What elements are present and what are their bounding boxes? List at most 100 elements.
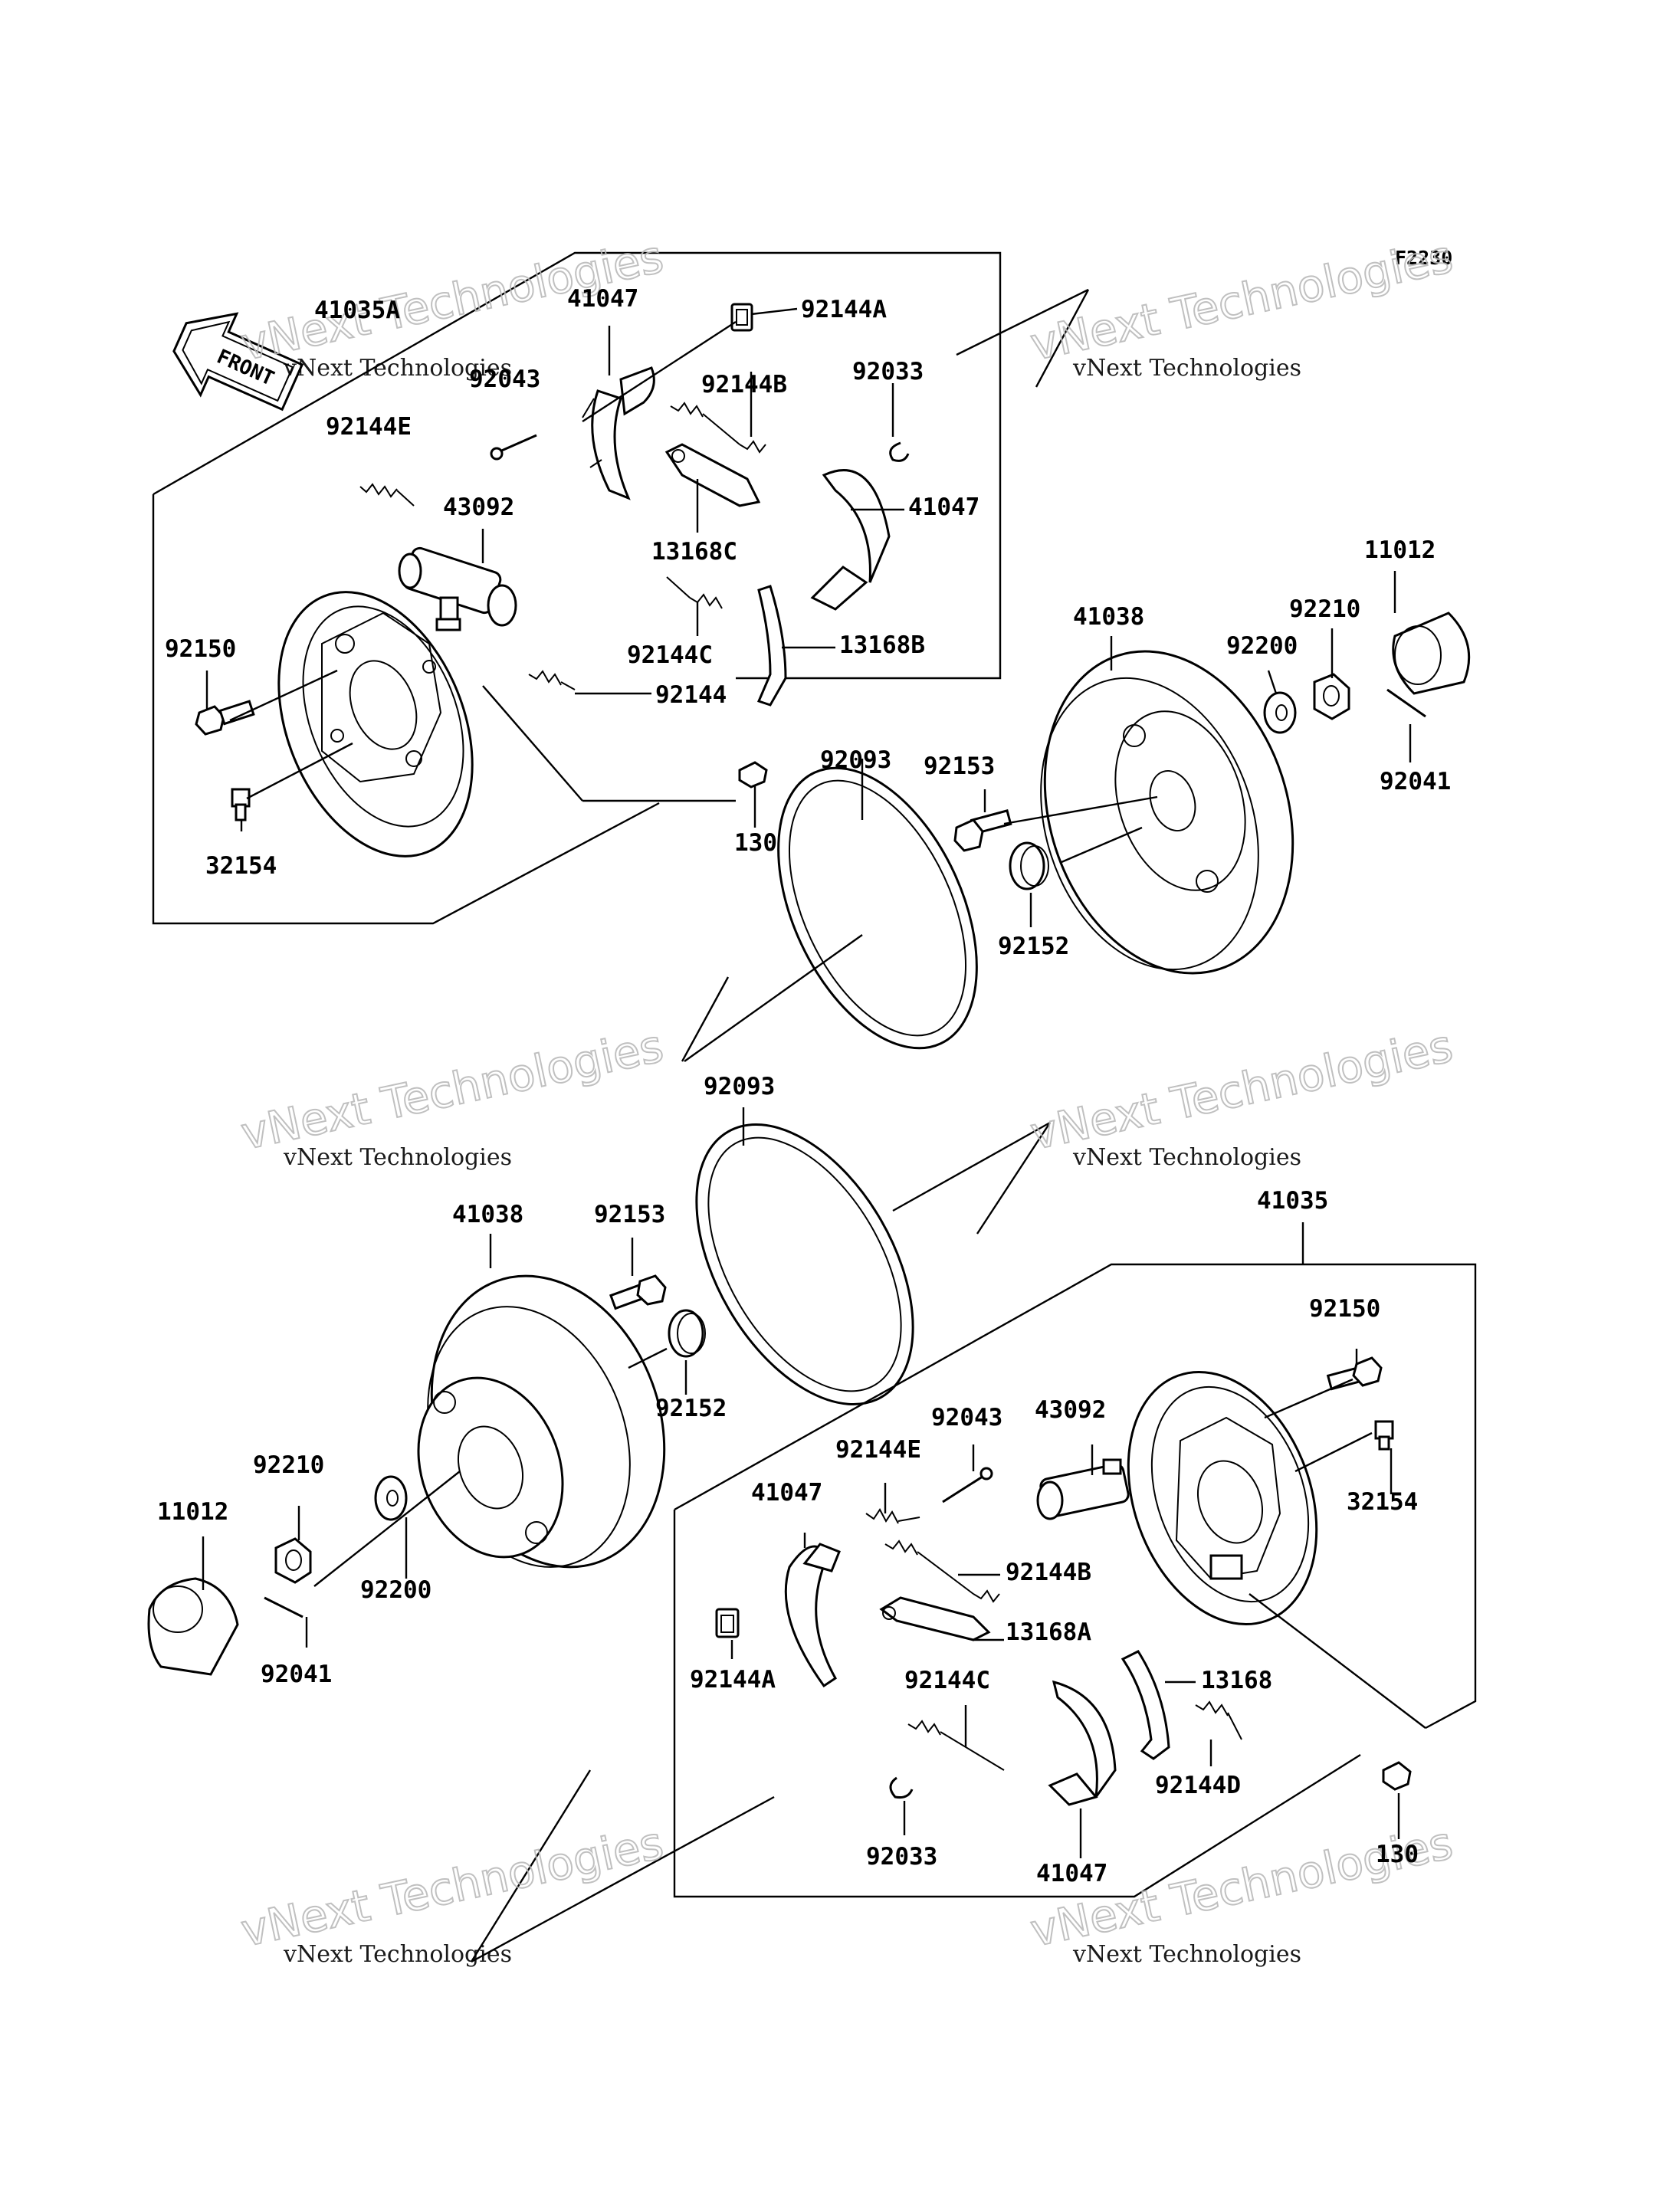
part-label[interactable]: 92150 <box>165 635 236 663</box>
part-label[interactable]: 130 <box>1376 1841 1419 1868</box>
watermark-line2: vNext Technologies <box>1026 1020 1457 1160</box>
part-label[interactable]: 41047 <box>751 1479 822 1507</box>
pin-92043-top <box>490 434 537 461</box>
cotter-pin-92041-top <box>1386 688 1426 718</box>
brake-shoe-bottom-left <box>784 1543 841 1688</box>
part-label[interactable]: 92144E <box>326 413 412 441</box>
part-label[interactable]: 41035 <box>1257 1187 1328 1215</box>
part-label[interactable]: 32154 <box>205 852 277 880</box>
brake-drum-top <box>1040 650 1294 975</box>
part-label[interactable]: 13168B <box>839 631 925 659</box>
pin-92043-bottom <box>942 1467 993 1503</box>
part-label[interactable]: 92144B <box>701 371 787 398</box>
part-label[interactable]: 92210 <box>1289 595 1360 623</box>
part-label[interactable]: 92043 <box>469 366 540 393</box>
brake-backing-plate-bottom <box>1127 1370 1318 1626</box>
part-label[interactable]: 92041 <box>1380 768 1451 795</box>
part-label[interactable]: 92150 <box>1309 1295 1380 1323</box>
part-label[interactable]: 41038 <box>1073 603 1144 631</box>
part-label[interactable]: 11012 <box>1364 536 1436 564</box>
nut-92210-bottom <box>274 1537 312 1584</box>
clip-92144A-top <box>730 303 753 332</box>
wheel-cylinder-top <box>398 546 517 631</box>
part-label[interactable]: 41038 <box>452 1201 523 1228</box>
clip-92144A-bottom <box>715 1608 740 1638</box>
spring-92144E-top <box>359 483 415 507</box>
top-assembly-frame <box>152 251 1090 925</box>
part-label[interactable]: 13168A <box>1006 1618 1091 1646</box>
spring-92144B-top <box>670 402 766 454</box>
nut-92210-top <box>1313 673 1350 720</box>
spring-92144B-bottom <box>884 1540 1000 1603</box>
part-label[interactable]: 92041 <box>261 1661 332 1688</box>
part-label[interactable]: 92153 <box>924 753 995 780</box>
cap-11012-bottom <box>147 1577 239 1676</box>
part-label[interactable]: 92144B <box>1006 1559 1091 1586</box>
part-label[interactable]: 92210 <box>253 1451 324 1479</box>
brake-shoe-bottom-right <box>1048 1680 1117 1806</box>
part-label[interactable]: 92093 <box>704 1073 775 1100</box>
bolt-130-top <box>738 761 768 789</box>
part-label[interactable]: 92033 <box>852 358 924 385</box>
part-label[interactable]: 41035A <box>314 297 400 324</box>
part-label[interactable]: 13168 <box>1201 1667 1272 1694</box>
brake-shoe-top-right <box>810 469 891 611</box>
separator-lines <box>470 976 1052 1963</box>
part-label[interactable]: 11012 <box>157 1498 228 1526</box>
seal-92093-bottom <box>695 1123 914 1405</box>
part-label[interactable]: 41047 <box>908 494 979 521</box>
part-label[interactable]: 92144A <box>690 1666 776 1694</box>
part-label[interactable]: 43092 <box>1035 1396 1106 1424</box>
watermark-line1: vNext Technologies <box>283 1144 512 1171</box>
part-label[interactable]: 41047 <box>1036 1860 1107 1887</box>
watermark-line1: vNext Technologies <box>1072 355 1301 382</box>
part-label[interactable]: 92144A <box>801 296 887 323</box>
part-label[interactable]: 92144C <box>627 641 713 669</box>
watermark-line1: vNext Technologies <box>283 1941 512 1968</box>
part-labels: 41035A 41047 92144A 92043 92144E 92144B … <box>157 285 1451 1887</box>
watermark-line2: vNext Technologies <box>237 1817 668 1957</box>
part-label[interactable]: 130 <box>734 829 777 857</box>
lever-13168C <box>664 443 761 507</box>
part-label[interactable]: 92200 <box>1226 632 1298 660</box>
part-label[interactable]: 92033 <box>866 1843 937 1871</box>
part-label[interactable]: 92144D <box>1155 1772 1241 1799</box>
bearing-92152-top <box>1009 841 1049 890</box>
fitting-32154-bottom <box>1374 1420 1394 1451</box>
watermark-line2: vNext Technologies <box>237 1020 668 1160</box>
spring-92144C-bottom <box>907 1720 1005 1771</box>
part-label[interactable]: 92152 <box>655 1395 727 1422</box>
washer-92200-bottom <box>374 1475 408 1521</box>
bolt-92153-top <box>953 809 1012 852</box>
watermark-line1: vNext Technologies <box>1072 1144 1301 1171</box>
part-label[interactable]: 92153 <box>594 1201 665 1228</box>
part-label[interactable]: 92043 <box>931 1404 1002 1431</box>
bolt-92150-top <box>195 700 255 736</box>
brake-shoe-top-left <box>582 366 655 500</box>
part-label[interactable]: 92144E <box>835 1436 921 1464</box>
part-label[interactable]: 92144C <box>904 1667 990 1694</box>
clip-92033-top <box>889 441 910 462</box>
spring-92144-top <box>528 670 576 690</box>
part-label[interactable]: 92200 <box>360 1576 431 1604</box>
part-label[interactable]: 92093 <box>820 746 891 774</box>
watermark-line1: vNext Technologies <box>1072 1941 1301 1968</box>
lever-13168A <box>879 1596 991 1641</box>
clip-92033-bottom <box>889 1776 914 1799</box>
washer-92200-top <box>1263 691 1297 734</box>
part-label[interactable]: 92152 <box>998 933 1069 960</box>
part-label[interactable]: 41047 <box>567 285 638 313</box>
spring-92144D <box>1195 1700 1242 1740</box>
part-label[interactable]: 92144 <box>655 681 727 709</box>
lever-13168B <box>756 585 787 707</box>
part-label[interactable]: 32154 <box>1347 1488 1418 1516</box>
diagram-code: F2230 <box>1395 247 1452 269</box>
leader-lines <box>202 307 1426 1858</box>
part-label[interactable]: 43092 <box>443 494 514 521</box>
spring-92144E-bottom <box>865 1508 920 1524</box>
brake-drum-bottom <box>417 1274 666 1569</box>
part-label[interactable]: 13168C <box>651 538 737 566</box>
bolt-92150-bottom <box>1326 1356 1383 1391</box>
cotter-pin-92041-bottom <box>264 1596 304 1618</box>
wheel-cylinder-bottom <box>1036 1458 1130 1520</box>
